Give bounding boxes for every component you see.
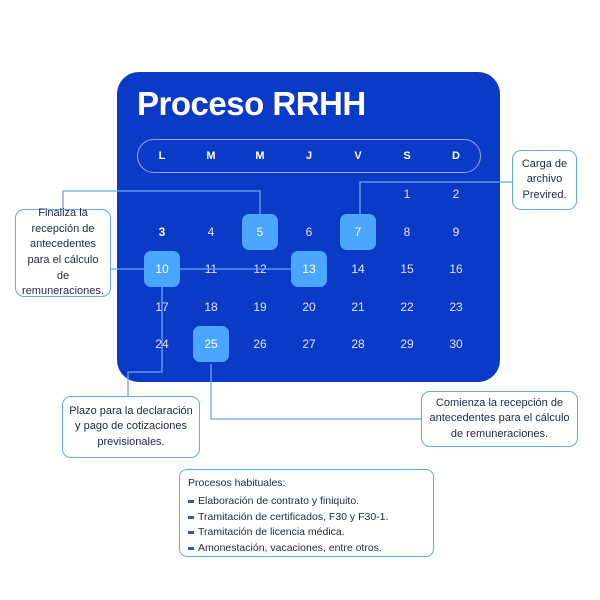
connector-carga [359, 181, 512, 214]
connector-plazo [127, 287, 163, 396]
weekday-label: D [452, 150, 460, 162]
calendar-day: 23 [449, 300, 463, 314]
weekday-bar [137, 139, 481, 173]
calendar-day: 6 [305, 225, 313, 239]
calendar-day-highlighted: 25 [193, 326, 229, 362]
callout-comienza-text: Comienza la recepción de antecedentes pa… [429, 396, 570, 440]
calendar-day: 22 [400, 300, 414, 314]
connector-finaliza [62, 190, 261, 214]
calendar-day: 16 [449, 262, 463, 276]
procesos-title: Procesos habituales: [188, 477, 286, 489]
callout-carga-text: Carga de archivo Previred. [521, 157, 568, 201]
calendar-day: 9 [452, 225, 460, 239]
calendar-day-highlighted: 5 [242, 214, 278, 250]
weekday-label: M [206, 150, 216, 162]
weekday-label: M [255, 150, 265, 162]
calendar-day: 8 [403, 225, 411, 239]
calendar-day: 21 [351, 300, 365, 314]
calendar-card [117, 72, 500, 382]
procesos-item: Amonestación, vacaciones, entre otros. [188, 541, 425, 557]
procesos-item: Tramitación de licencia médica. [188, 525, 425, 541]
calendar-day-highlighted: 13 [291, 251, 327, 287]
calendar-day: 30 [449, 337, 463, 351]
procesos-item: Elaboración de contrato y finiquito. [188, 494, 425, 510]
calendar-day: 19 [253, 300, 267, 314]
calendar-title: Proceso RRHH [137, 85, 366, 122]
callout-plazo: Plazo para la declaración y pago de coti… [62, 396, 200, 458]
calendar-day: 15 [400, 262, 414, 276]
weekday-label: S [403, 150, 411, 162]
callout-finaliza-text: Finaliza la recepción de antecedentes pa… [22, 207, 104, 298]
callout-carga-previred: Carga de archivo Previred. [512, 150, 577, 210]
weekday-label: J [305, 150, 313, 162]
calendar-day: 3 [158, 225, 166, 239]
calendar-day: 1 [403, 187, 411, 201]
callout-plazo-text: Plazo para la declaración y pago de coti… [69, 404, 193, 448]
calendar-day: 27 [302, 337, 316, 351]
calendar-day: 26 [253, 337, 267, 351]
calendar-day: 18 [204, 300, 218, 314]
calendar-day: 28 [351, 337, 365, 351]
callout-finaliza: Finaliza la recepción de antecedentes pa… [15, 207, 111, 298]
calendar-day: 20 [302, 300, 316, 314]
weekday-label: V [354, 150, 362, 162]
procesos-list: Elaboración de contrato y finiquito. Tra… [188, 494, 425, 556]
calendar-day: 2 [452, 187, 460, 201]
calendar-day-highlighted: 10 [144, 251, 180, 287]
weekday-label: L [158, 150, 166, 162]
calendar-day: 29 [400, 337, 414, 351]
calendar-day-highlighted: 7 [340, 214, 376, 250]
callout-comienza: Comienza la recepción de antecedentes pa… [421, 391, 578, 447]
calendar-day: 4 [207, 225, 215, 239]
calendar-day: 14 [351, 262, 365, 276]
procesos-item: Tramitación de certificados, F30 y F30-1… [188, 510, 425, 526]
connector-comienza [210, 364, 421, 420]
procesos-habituales-box: Procesos habituales: Elaboración de cont… [179, 469, 434, 557]
